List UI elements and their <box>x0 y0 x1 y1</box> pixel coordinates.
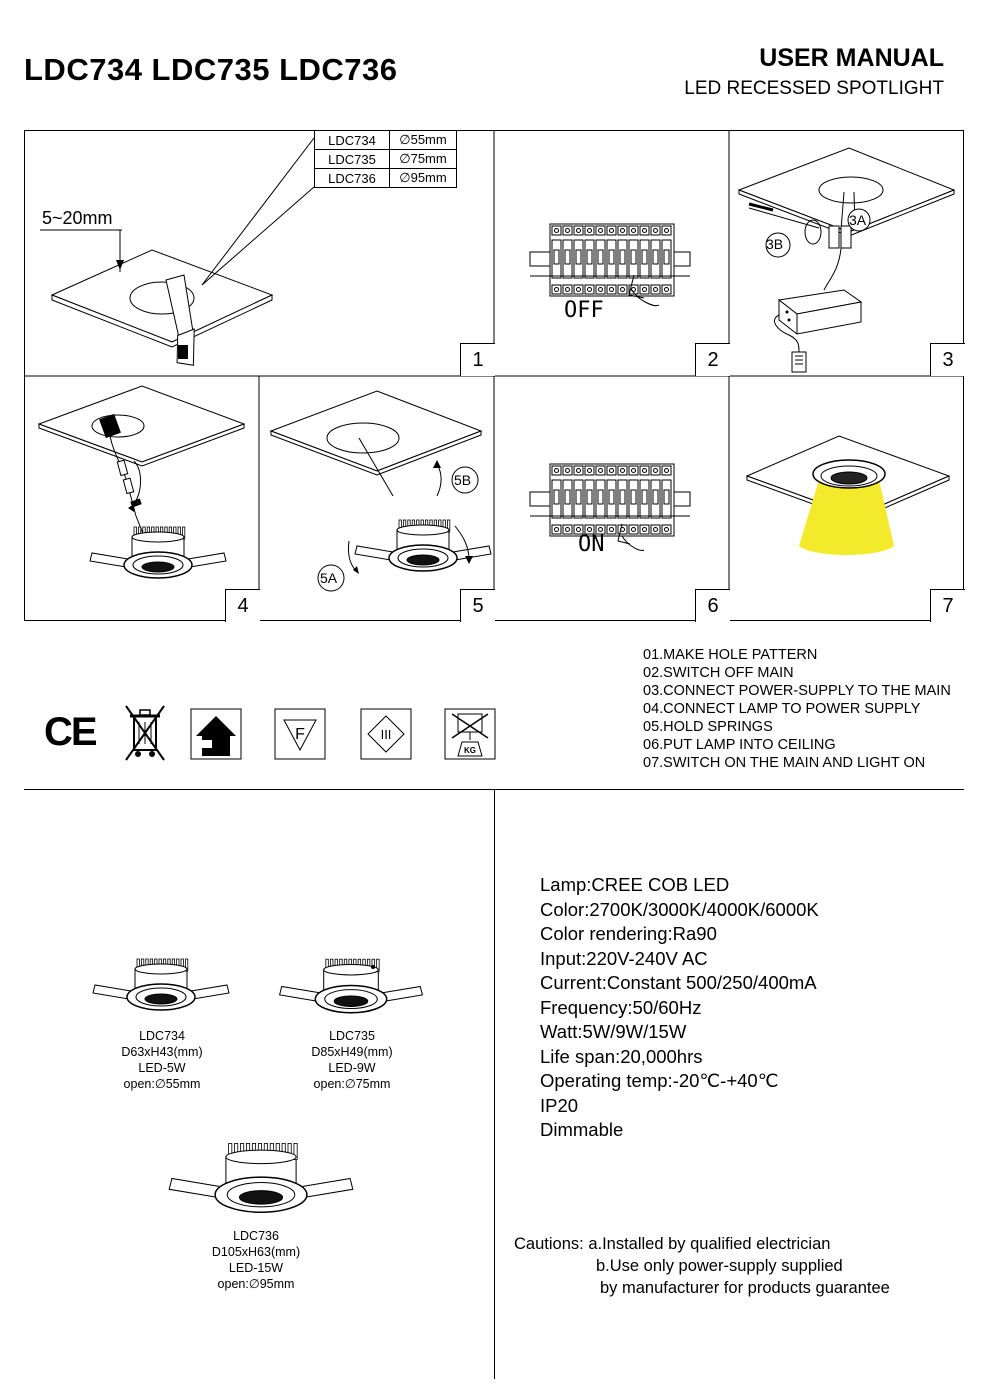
hold-springs-illustration <box>269 390 492 592</box>
indoor-use-house-icon <box>190 708 242 760</box>
panel-6-switch-on: ON <box>494 376 729 621</box>
hole-size-row: LDC736∅95mm <box>314 168 457 188</box>
on-label: ON <box>578 532 605 557</box>
step-item: 07.SWITCH ON THE MAIN AND LIGHT ON <box>643 755 926 771</box>
cautions-label: Cautions: <box>514 1235 584 1253</box>
no-load-weight-icon: KG <box>444 708 496 760</box>
size-model: LDC736 <box>314 168 390 188</box>
panel-number-5: 5 <box>460 589 495 622</box>
certification-row: CE F III KG <box>40 700 510 770</box>
breaker-panel-on-illustration <box>529 463 691 551</box>
ldc734-illustration <box>92 958 230 1011</box>
model-dims: D63xH43(mm) <box>121 1045 203 1059</box>
step-item: 04.CONNECT LAMP TO POWER SUPPLY <box>643 701 921 717</box>
f-mark-letter: F <box>295 726 305 743</box>
spec-item: Current:Constant 500/250/400mA <box>540 972 817 993</box>
manual-subtitle: LED RECESSED SPOTLIGHT <box>684 78 944 99</box>
ldc735-illustration <box>278 958 424 1014</box>
cautions-block: Cautions: a.Installed by qualified elect… <box>514 1233 890 1299</box>
caution-c: by manufacturer for products guarantee <box>600 1279 890 1297</box>
off-label: OFF <box>564 298 604 323</box>
ceiling-hole-illustration <box>40 137 315 366</box>
spec-item: Lamp:CREE COB LED <box>540 874 730 895</box>
model-name: LDC734 <box>139 1029 185 1043</box>
step-3b-label: 3B <box>766 236 784 252</box>
spec-item: Frequency:50/60Hz <box>540 996 702 1018</box>
model-power: LED-9W <box>328 1061 376 1075</box>
spec-item: Watt:5W/9W/15W <box>540 1021 687 1042</box>
panel-number-7: 7 <box>930 589 965 622</box>
power-supply-illustration <box>737 147 956 373</box>
light-on-illustration <box>745 435 951 555</box>
size-diameter: ∅95mm <box>389 168 457 188</box>
model-caption-ldc735: LDC735 D85xH49(mm) LED-9W open:∅75mm <box>302 1028 402 1092</box>
model-dims: D105xH63(mm) <box>211 1245 301 1259</box>
panel-4-connect-lamp <box>24 376 259 621</box>
manual-title: USER MANUAL <box>759 44 944 72</box>
model-power: LED-15W <box>228 1261 284 1275</box>
model-name: LDC735 <box>329 1029 375 1043</box>
ldc736-illustration <box>168 1142 354 1213</box>
panel-number-3: 3 <box>930 343 965 376</box>
class-iii-text: III <box>381 727 392 742</box>
size-model: LDC734 <box>314 130 390 150</box>
panel-number-4: 4 <box>225 589 260 622</box>
panel-7-light-on <box>729 376 964 621</box>
kg-text: KG <box>464 746 476 755</box>
ce-mark-icon: CE <box>44 710 98 754</box>
step-item: 06.PUT LAMP INTO CEILING <box>643 737 836 753</box>
thickness-label: 5~20mm <box>42 208 113 228</box>
f-mark-icon: F <box>274 708 326 760</box>
caution-a: a.Installed by qualified electrician <box>588 1235 831 1253</box>
panel-number-1: 1 <box>460 343 495 376</box>
step-5b-label: 5B <box>454 472 472 488</box>
hole-size-row: LDC734∅55mm <box>314 130 457 150</box>
installation-step-list: 01.MAKE HOLE PATTERN 02.SWITCH OFF MAIN 03… <box>643 646 951 772</box>
light-beam <box>799 480 894 555</box>
lamp-connection-illustration <box>37 385 246 579</box>
model-dims: D85xH49(mm) <box>311 1045 393 1059</box>
spec-item: Operating temp:-20℃-+40℃ <box>540 1070 779 1091</box>
vertical-divider <box>494 789 495 1379</box>
step-item: 02.SWITCH OFF MAIN <box>643 665 794 681</box>
panel-5-hold-springs: 5B 5A <box>259 376 494 621</box>
panel-number-2: 2 <box>695 343 730 376</box>
panel-3-connect-power-supply: 3A 3B <box>729 130 964 376</box>
spec-item: Dimmable <box>540 1119 624 1140</box>
weee-crossed-bin-icon <box>125 705 165 761</box>
spec-item: Input:220V-240V AC <box>540 947 708 969</box>
model-caption-ldc734: LDC734 D63xH43(mm) LED-5W open:∅55mm <box>112 1028 212 1092</box>
step-3a-label: 3A <box>849 212 867 228</box>
class-iii-icon: III <box>360 708 412 760</box>
step-item: 05.HOLD SPRINGS <box>643 719 773 735</box>
spec-item: Life span:20,000hrs <box>540 1045 703 1067</box>
model-name: LDC736 <box>233 1229 279 1243</box>
spec-item: Color rendering:Ra90 <box>540 923 717 944</box>
spec-item: IP20 <box>540 1094 579 1116</box>
model-caption-ldc736: LDC736 D105xH63(mm) LED-15W open:∅95mm <box>206 1228 306 1292</box>
breaker-panel-off-illustration <box>529 223 691 307</box>
step-5a-label: 5A <box>320 570 338 586</box>
step-item: 01.MAKE HOLE PATTERN <box>643 647 818 663</box>
caution-b: b.Use only power-supply supplied <box>596 1257 843 1275</box>
spec-list: Lamp:CREE COB LED Color:2700K/3000K/4000K… <box>540 873 819 1143</box>
size-diameter: ∅55mm <box>389 130 457 150</box>
hole-size-row: LDC735∅75mm <box>314 149 457 169</box>
page-title: LDC734 LDC735 LDC736 <box>24 52 398 87</box>
panel-2-switch-off: OFF <box>494 130 729 376</box>
model-power: LED-5W <box>138 1061 186 1075</box>
size-model: LDC735 <box>314 149 390 169</box>
model-open: open:∅95mm <box>217 1277 295 1291</box>
model-open: open:∅55mm <box>123 1077 201 1091</box>
step-item: 03.CONNECT POWER-SUPPLY TO THE MAIN <box>643 683 951 699</box>
model-open: open:∅75mm <box>313 1077 391 1091</box>
panel-number-6: 6 <box>695 589 730 622</box>
spec-item: Color:2700K/3000K/4000K/6000K <box>540 898 819 920</box>
size-diameter: ∅75mm <box>389 149 457 169</box>
